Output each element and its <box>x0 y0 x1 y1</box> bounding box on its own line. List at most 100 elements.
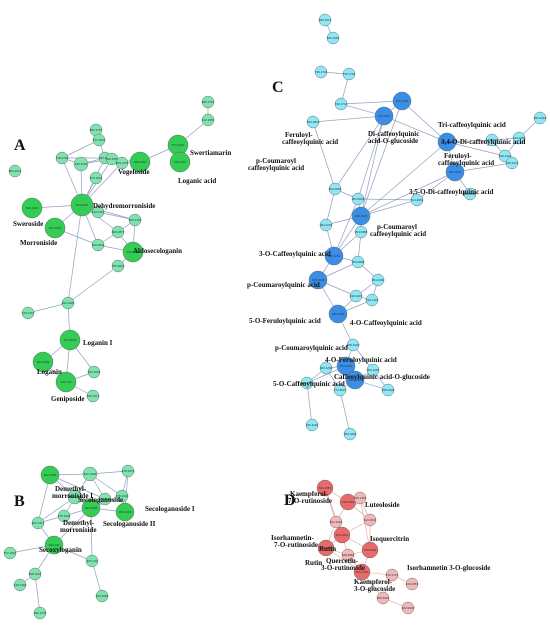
panel-c-node <box>437 132 457 152</box>
label-quercetin-3-rutinoside-l1: Quercetin- <box>326 557 359 565</box>
panel-c-edge <box>454 162 513 173</box>
label-vogeloside: Vogeloside <box>118 168 150 176</box>
label-kaempferol-3-glucoside-l1: Kaempferol- <box>354 578 393 586</box>
panel-d-node <box>317 539 335 557</box>
panel-a-node <box>61 296 75 310</box>
panel-c-node <box>533 111 547 125</box>
panel-c-node-id: 544.1665 <box>486 138 499 142</box>
panel-c-node-id: 354.0968 <box>352 260 365 264</box>
panel-c-edge <box>306 382 313 426</box>
panel-c-node <box>366 363 380 377</box>
label-isoquercitrin: Isoquercitrin <box>370 535 409 543</box>
panel-c-node <box>324 246 344 266</box>
panel-a-node-id: 410.1578 <box>64 338 77 342</box>
label-isorhamnetin-3-glucoside: Isorhamnetin 3-O-glucoside <box>407 564 490 572</box>
panel-d-node <box>361 541 379 559</box>
panel-c-edge <box>357 115 385 200</box>
panel-b-node-id: 396.1739 <box>34 611 47 615</box>
panel-b-node-id: 398.1160 <box>99 497 112 501</box>
label-dicaffeoylquinic-glucoside-l2: acid-O-glucoside <box>368 137 418 145</box>
panel-a-node-id: 778.2700 <box>56 156 69 160</box>
label-feruloyl-caffeoylquinic-2-l2: caffeoylquinic acid <box>438 159 494 167</box>
panel-a-node-id: 354.1475 <box>116 161 129 165</box>
panel-a-node-id: 572.1844 <box>93 138 106 142</box>
panel-a-node-id: 325.1153 <box>75 162 88 166</box>
panel-a-node-id: 408.1751 <box>202 100 215 104</box>
panel-a-node <box>44 217 66 239</box>
panel-a-node <box>55 151 69 165</box>
panel-d-node-id: 610.1530 <box>356 570 369 574</box>
panel-c-node-id: 390.1280 <box>320 366 333 370</box>
panel-b-node <box>3 546 17 560</box>
panel-a-node-id: 552.2707 <box>90 128 103 132</box>
panel-a-node <box>91 238 105 252</box>
panel-a-node <box>201 95 215 109</box>
panel-d-node <box>333 526 351 544</box>
panel-b-node <box>31 516 45 530</box>
panel-d-node <box>376 591 390 605</box>
panel-a-node-id: 574.1237 <box>172 143 185 147</box>
panel-c-node <box>305 418 319 432</box>
panel-a-node <box>122 241 144 263</box>
panel-c-edge <box>357 198 418 201</box>
label-feruloyl-caffeoylquinic-1-l2: caffeoylquinic acid <box>282 138 338 146</box>
label-dicaffeoylquinic-glucoside-l1: Di-caffeoylquinic <box>368 130 419 138</box>
panel-b-node-id: 528.1631 <box>29 572 42 576</box>
panel-c-node <box>349 289 363 303</box>
panel-d-node <box>385 568 399 582</box>
panel-a-node <box>55 371 77 393</box>
panel-d-edge <box>359 497 371 551</box>
label-secologanoside: Secologanoside <box>78 496 123 504</box>
panel-c-node <box>314 65 328 79</box>
panel-a-node-id: 405.1101 <box>99 156 112 160</box>
panel-a-node-id: 412.1020 <box>127 250 140 254</box>
panel-b-node-id: 378.1373 <box>122 469 135 473</box>
label-demethylmorroniside-i-l2: morroniside I <box>52 492 93 500</box>
panel-b-node-id: 422.1417 <box>32 521 45 525</box>
panel-c-labels: Tri-caffeoylquinic acid Di-caffeoylquini… <box>247 121 525 388</box>
label-p-coumaroyl-caffeoylquinic-1-l2: caffeoylquinic acid <box>248 164 304 172</box>
panel-c-node-id: 354.0958 <box>329 187 342 191</box>
panel-c-node-id: 354.1153 <box>320 223 333 227</box>
panel-d-node-id: 594.1564 <box>320 546 333 550</box>
panel-c-node-id: 338.1033 <box>350 294 363 298</box>
label-p-coumaroyl-caffeoylquinic-1-l1: p-Coumaroyl <box>256 157 296 165</box>
panel-c-node <box>485 133 499 147</box>
label-swertiamarin: Swertiamarin <box>190 149 231 157</box>
panel-c-node-id: 676.1610 <box>378 114 391 118</box>
panel-a-node <box>91 205 105 219</box>
label-kaempferol-3-glucoside-l2: 3-O-glucoside <box>354 585 395 593</box>
panel-b-node-id: 378.1329 <box>116 494 129 498</box>
panel-c-node <box>351 206 371 226</box>
label-5-o-feruloylquinic-acid: 5-O-Feruloylquinic acid <box>249 317 321 325</box>
panel-a-node-id: 530.0932 <box>92 243 105 247</box>
panel-c-node-id: 368.1152 <box>328 254 341 258</box>
panel-c-node <box>334 97 348 111</box>
panel-a-node-id: 432.143 <box>61 380 72 384</box>
panel-b-edge <box>37 496 76 524</box>
label-morroniside: Morroniside <box>20 239 57 247</box>
panel-d-node <box>329 515 343 529</box>
panel-b-node <box>95 589 109 603</box>
panel-c-node-id: 676.1663 <box>396 99 409 103</box>
panel-c-node-id: 514.2691 <box>411 198 424 202</box>
panel-c-node-id: 408.1338 <box>382 388 395 392</box>
label-p-coumaroyl-caffeoylquinic-2-l1: p-Coumaroyl <box>377 223 417 231</box>
panel-a-edge <box>67 265 119 304</box>
panel-b-labels: Demethyl- morroniside I Secologanoside S… <box>39 485 195 554</box>
panel-c-node-id: 338.1030 <box>347 343 360 347</box>
panel-c-node-id: 516.1665 <box>513 136 526 140</box>
panel-a-node-id: 462.1620 <box>62 301 75 305</box>
panel-c-node <box>342 67 356 81</box>
panel-c-node <box>319 361 333 375</box>
panel-b-node-id: 592.1353 <box>69 495 82 499</box>
label-isorhamnetin-7-rutinoside-l2: 7-O-rutinoside <box>274 541 318 549</box>
label-dehydromorroniside: Dehydromorroniside <box>93 202 155 210</box>
panel-c-node-id: 514.2665 <box>464 192 477 196</box>
panel-d-node-id: 624.1592 <box>330 520 343 524</box>
